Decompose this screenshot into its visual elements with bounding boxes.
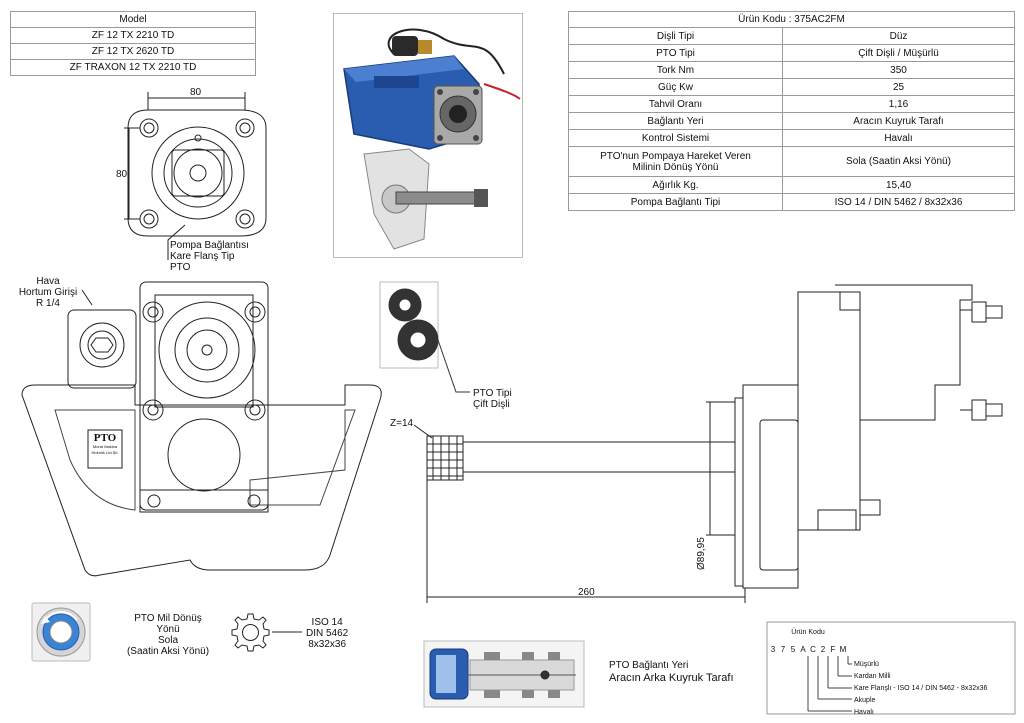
pto-side-view: [413, 284, 1003, 603]
pto-photo-illustration: [343, 28, 521, 250]
gear-pair-icon: [379, 281, 470, 393]
code-legend: Müşürlü Kardan Milli Kare Flanşlı - ISO …: [854, 661, 988, 716]
flange-height-dim: 80: [116, 169, 128, 180]
spline-icon: [231, 613, 302, 652]
code-chars: 3 7 5 A C 2 F M: [770, 645, 847, 654]
pto-logo: PTO Murat Makina Hidrolik Ltd.Şti.: [91, 432, 119, 455]
code-title: Ürün Kodu: [791, 629, 825, 636]
shaft-length-label: 260: [578, 587, 595, 598]
rotation-label: PTO Mil Dönüş Yönü Sola (Saatin Aksi Yön…: [126, 613, 210, 657]
mount-location-label: PTO Bağlantı Yeri Aracın Arka Kuyruk Tar…: [609, 660, 734, 684]
spline-standard-label: ISO 14 DIN 5462 8x32x36: [306, 617, 349, 650]
flange-top-view: [124, 92, 267, 260]
spline-teeth-label: Z=14: [390, 418, 414, 429]
pto-front-view: [21, 281, 382, 577]
flange-label: Pompa Bağlantısı Kare Flanş Tip PTO: [170, 240, 249, 273]
air-inlet-label: Hava Hortum Girişi R 1/4: [18, 276, 78, 309]
flange-width-dim: 80: [190, 87, 202, 98]
code-legend-lines: [766, 621, 1016, 715]
spec-label: Pompa Bağlantı Tipi: [568, 193, 783, 211]
shaft-diameter-label: Ø89,95: [696, 537, 707, 570]
spec-value: Sola (Saatin Aksi Yönü): [782, 146, 1015, 177]
rotation-direction-icon: [31, 602, 91, 662]
gear-type-label: PTO Tipi Çift Dişli: [473, 388, 512, 410]
product-photo: [333, 13, 523, 258]
truck-top-view-icon: [423, 640, 585, 708]
spec-value: ISO 14 / DIN 5462 / 8x32x36: [782, 193, 1015, 211]
model-row: ZF TRAXON 12 TX 2210 TD: [10, 59, 256, 76]
model-table: Model ZF 12 TX 2210 TD ZF 12 TX 2620 TD …: [10, 11, 256, 76]
